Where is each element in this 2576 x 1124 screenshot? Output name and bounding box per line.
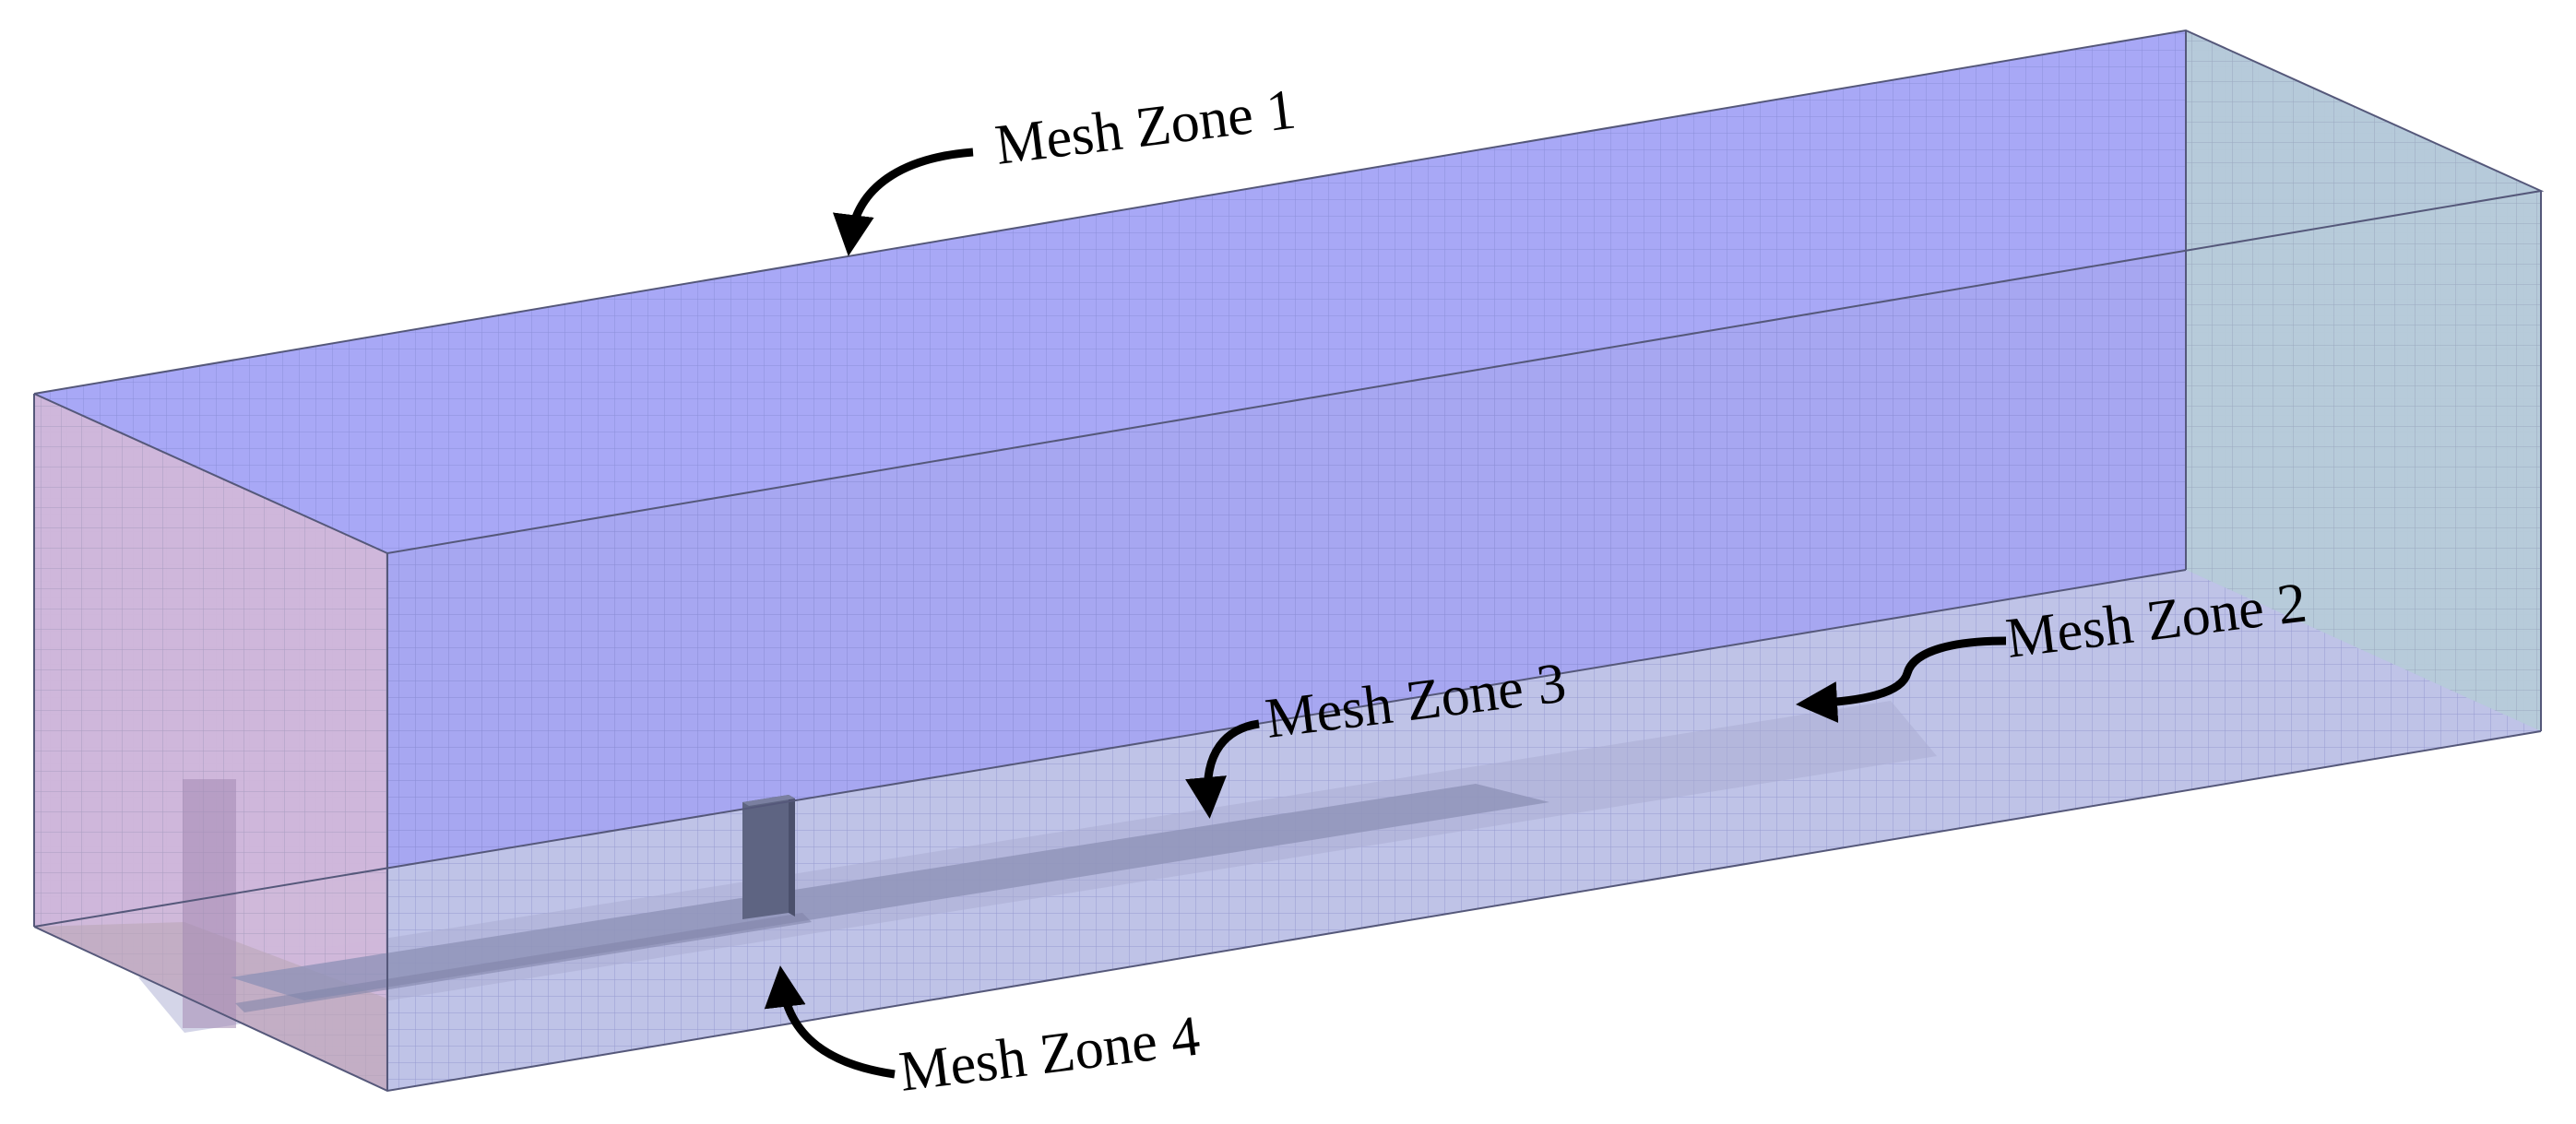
label-mesh-zone-4: Mesh Zone 4: [896, 1005, 1203, 1104]
box-edges: [33, 29, 2545, 1093]
mesh-zone-4-block-side: [789, 795, 795, 917]
label-mesh-zone-1: Mesh Zone 1: [991, 78, 1299, 177]
left-end-grid: [34, 394, 387, 1091]
mesh-zone-3-strip: [231, 784, 1549, 1000]
left-inner-column: [183, 779, 236, 1028]
mesh-zone-3-strip-far: [235, 913, 812, 1012]
top-face-grid: [34, 30, 2541, 553]
arrow-zone-2: [1796, 636, 2007, 723]
arrow-zone-1: [832, 148, 974, 256]
arrow-zone-3: [1185, 719, 1260, 819]
mesh-zone-4-block-front: [742, 795, 789, 919]
mesh-zone-4-block-top: [742, 795, 795, 806]
arrow-zone-4: [764, 965, 896, 1079]
